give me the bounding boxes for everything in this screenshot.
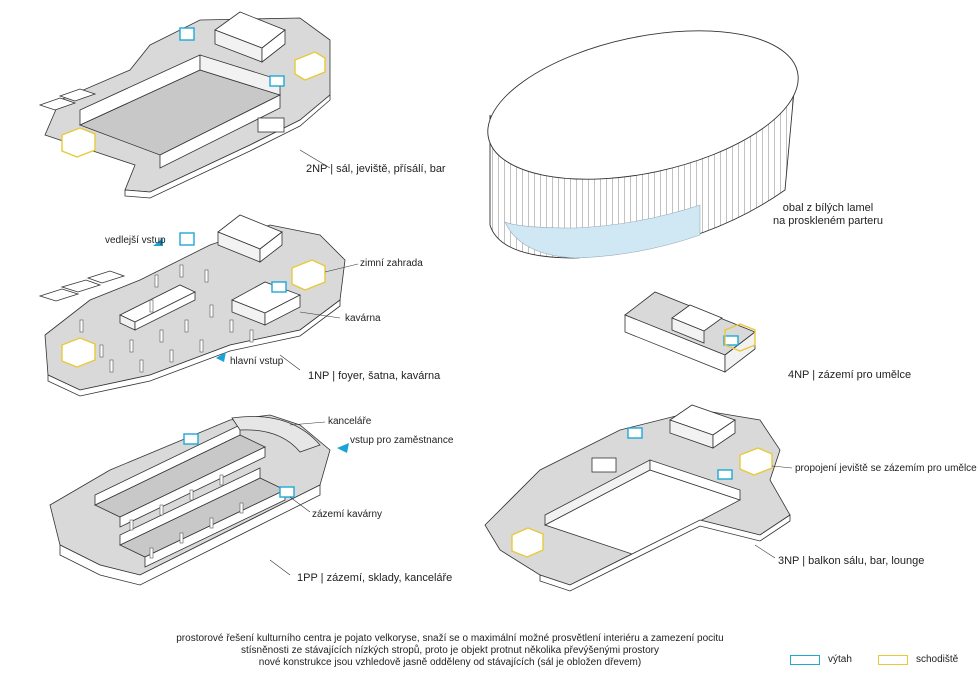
stage-link-label: propojení jeviště se zázemím pro umělce <box>795 463 977 474</box>
staff-entrance-arrow <box>337 443 349 453</box>
legend-stairs-swatch <box>878 654 908 665</box>
main-entrance-arrow <box>216 352 226 362</box>
floor-1pp-offices-arc <box>231 416 321 453</box>
cafe-leader <box>299 311 341 319</box>
floor-1np-stairs-left <box>38 270 126 302</box>
side-entrance-label: vedlejší vstup <box>105 235 166 246</box>
envelope-label: obal z bílých lamel na proskleném parter… <box>768 202 888 228</box>
legend-elevator: výtah <box>790 654 852 665</box>
floor-1np-elevator-2 <box>271 281 287 293</box>
offices-leader <box>289 421 326 426</box>
floor-1pp-columns <box>129 474 244 559</box>
envelope-model <box>487 30 799 259</box>
floor-3np-stairs-box-2 <box>739 447 773 476</box>
envelope-glazing <box>504 204 701 259</box>
floor-2np-title: 2NP | sál, jeviště, přísálí, bar <box>306 163 446 175</box>
winter-garden-label: zimní zahrada <box>360 258 423 269</box>
legend-elevator-label: výtah <box>828 654 852 665</box>
floor-2np-stairs-left <box>38 88 97 111</box>
floor-1np-winter-garden-box <box>291 259 326 291</box>
stage-link-leader <box>771 465 793 469</box>
floor-4np-elevator <box>723 335 739 346</box>
staff-entrance-label: vstup pro zaměstnance <box>350 435 454 446</box>
floor-2np-hall-wall-front <box>159 94 281 169</box>
floor-2np-stairs-box <box>61 127 96 158</box>
floor-2np-slab-edge <box>124 94 331 199</box>
floor-3np-bar <box>591 457 617 473</box>
caption: prostorové řešení kulturního centra je p… <box>110 633 790 669</box>
floor-2np-elevator <box>179 27 195 41</box>
floor-2np-leader <box>299 149 331 169</box>
floor-3np-elevator <box>627 427 643 439</box>
floor-1pp-leader <box>269 559 291 576</box>
cafe-label: kavárna <box>345 313 381 324</box>
caption-line-3: nové konstrukce jsou vzhledově jasně odd… <box>258 657 642 668</box>
floor-1pp-outer-wall <box>59 484 321 586</box>
legend-stairs: schodiště <box>878 654 958 665</box>
floor-1np-model <box>38 214 346 397</box>
floor-3np-leader <box>754 544 776 559</box>
floor-1np-elevator <box>179 232 195 246</box>
floor-1np-slab-edge <box>47 299 341 397</box>
envelope-label-line-2: na proskleném parteru <box>772 215 884 227</box>
floor-1np-leader <box>279 354 301 371</box>
floor-3np-front-edge <box>539 514 791 592</box>
floor-2np-bar <box>257 117 285 133</box>
winter-garden-leader <box>324 263 359 273</box>
floor-1np-title: 1NP | foyer, šatna, kavárna <box>308 370 441 382</box>
floor-1np-columns <box>79 264 254 373</box>
offices-label: kanceláře <box>328 416 372 427</box>
floor-1pp-elevator <box>183 433 199 445</box>
legend-stairs-label: schodiště <box>916 654 959 665</box>
cafe-backstage-label: zázemí kavárny <box>312 509 383 520</box>
main-entrance-label: hlavní vstup <box>230 356 284 367</box>
legend-elevator-swatch <box>790 654 820 665</box>
caption-line-1: prostorové řešení kulturního centra je p… <box>176 633 724 644</box>
side-entrance-arrow <box>153 238 163 246</box>
floor-4np-title: 4NP | zázemí pro umělce <box>788 369 912 381</box>
floor-2np-elevator-2 <box>269 75 285 87</box>
cafe-backstage-leader <box>289 496 311 513</box>
floor-3np-elevator-2 <box>717 469 733 480</box>
floor-1pp-elevator-2 <box>279 486 295 498</box>
floor-1pp-model <box>49 414 331 586</box>
envelope-label-line-1: obal z bílých lamel <box>782 202 874 214</box>
envelope-roof <box>487 30 799 180</box>
floor-1pp-title: 1PP | zázemí, sklady, kanceláře <box>297 572 453 584</box>
caption-line-2: stísněnosti ze stávajících nízkých strop… <box>241 645 659 656</box>
floor-1np-slab <box>44 224 346 391</box>
floor-2np-stairs-box-2 <box>294 51 326 81</box>
floor-4np-stairs-box <box>724 323 756 352</box>
floor-1np-stairs-box <box>61 337 96 368</box>
floor-3np-stairs-box <box>511 527 544 558</box>
floor-3np-model <box>484 404 791 592</box>
floor-3np-title: 3NP | balkon sálu, bar, lounge <box>778 555 925 567</box>
floor-2np-model <box>38 11 331 199</box>
floor-4np-model <box>624 291 756 373</box>
